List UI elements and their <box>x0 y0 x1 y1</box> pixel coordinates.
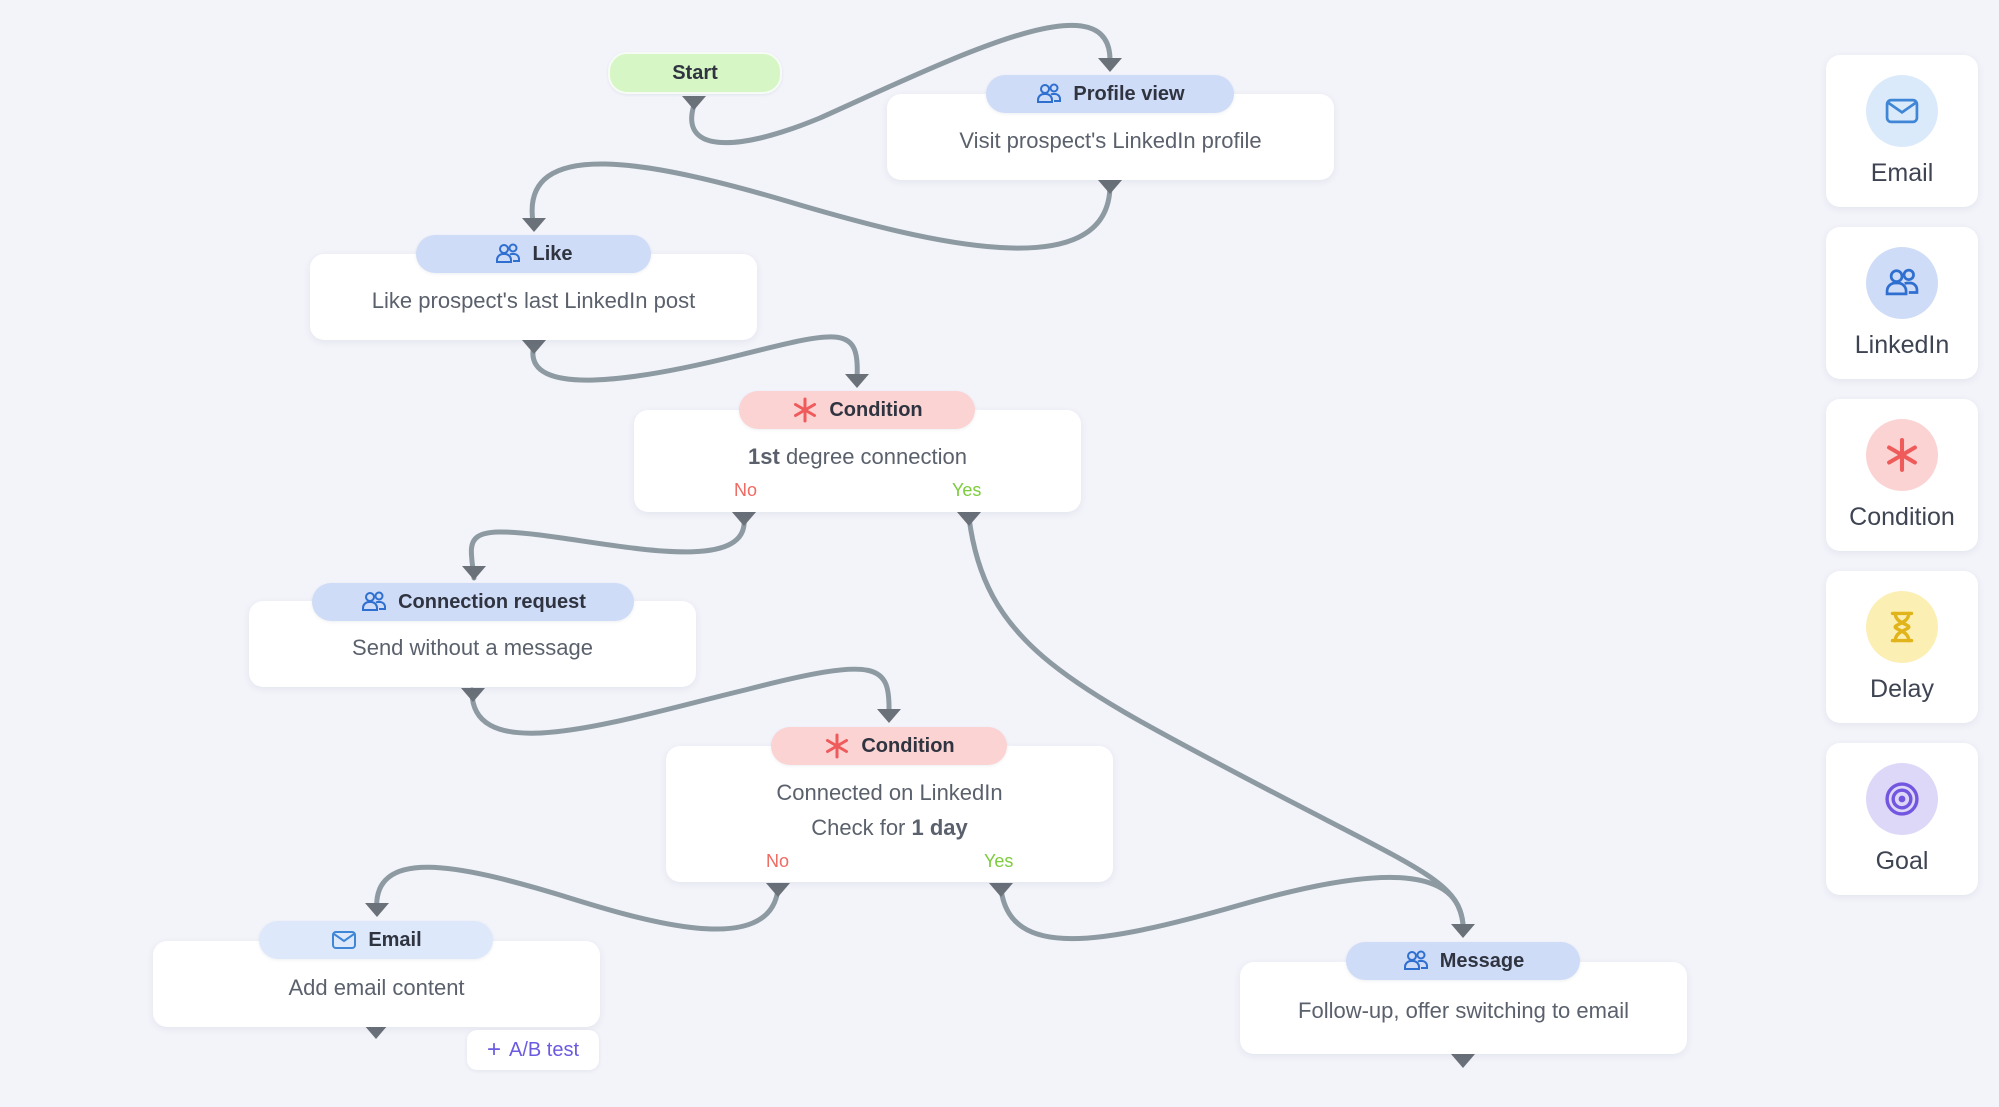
arrowhead <box>877 709 901 723</box>
people-icon <box>496 243 521 263</box>
target-icon <box>1885 782 1919 816</box>
palette-label: Email <box>1870 159 1934 187</box>
no-branch-label: No <box>766 851 790 871</box>
arrowhead <box>766 883 790 897</box>
start-label: Start <box>672 61 718 84</box>
node-description: Visit prospect's LinkedIn profile <box>959 128 1262 153</box>
arrowhead <box>462 566 486 580</box>
edge-condition2-yes-to-message <box>998 874 1466 942</box>
like-header[interactable]: Like <box>416 235 651 273</box>
palette-label: Goal <box>1875 847 1929 875</box>
edge-like-to-condition1 <box>530 334 860 383</box>
node-title: Condition <box>861 734 955 757</box>
arrowhead <box>461 688 485 702</box>
palette-email[interactable]: Email <box>1826 55 1978 207</box>
asterisk-icon <box>826 733 849 759</box>
palette-linkedin[interactable]: LinkedIn <box>1826 227 1978 379</box>
node-title: Profile view <box>1073 82 1185 105</box>
asterisk-icon <box>794 397 817 423</box>
envelope-icon <box>1885 98 1919 124</box>
arrowhead <box>1451 1054 1475 1068</box>
palette-delay[interactable]: Delay <box>1826 571 1978 723</box>
arrowhead <box>522 340 546 354</box>
arrowhead <box>1451 924 1475 938</box>
node-title: Connection request <box>398 590 586 613</box>
profile-view-header[interactable]: Profile view <box>986 75 1234 113</box>
hourglass-icon <box>1890 611 1914 643</box>
arrowhead <box>364 1025 388 1039</box>
degree-rest: degree connection <box>779 444 967 469</box>
node-description: Like prospect's last LinkedIn post <box>371 288 696 313</box>
palette-icon-circle <box>1866 75 1938 147</box>
node-title: Email <box>368 928 422 951</box>
palette-condition[interactable]: Condition <box>1826 399 1978 551</box>
palette-icon-circle <box>1866 591 1938 663</box>
node-description-line1: Connected on LinkedIn <box>776 780 1003 805</box>
node-title: Like <box>532 242 573 265</box>
check-prefix: Check for <box>811 815 912 840</box>
arrowhead <box>1098 58 1122 72</box>
envelope-icon <box>332 931 357 949</box>
palette-goal[interactable]: Goal <box>1826 743 1978 895</box>
node-description: 1st degree connection <box>634 440 1081 474</box>
palette-icon-circle <box>1866 763 1938 835</box>
palette-label: Delay <box>1870 675 1934 703</box>
start-node[interactable]: Start <box>608 52 782 94</box>
arrowhead <box>732 512 756 526</box>
node-description: Add email content <box>288 975 465 1000</box>
arrowhead <box>845 374 869 388</box>
node-description: Follow-up, offer switching to email <box>1298 998 1629 1023</box>
degree-bold: 1st <box>748 444 780 469</box>
arrowhead <box>522 218 546 232</box>
node-title: Condition <box>829 398 923 421</box>
node-description-line2: Check for 1 day <box>666 811 1113 845</box>
connection-request-header[interactable]: Connection request <box>312 583 634 621</box>
arrowhead <box>1098 180 1122 194</box>
check-duration: 1 day <box>911 815 968 840</box>
edge-condition1-no-to-connection-request <box>468 515 747 581</box>
arrowhead <box>365 903 389 917</box>
email-header[interactable]: Email <box>259 921 493 959</box>
people-icon <box>1403 950 1428 970</box>
arrowhead <box>957 512 981 526</box>
ab-test-label: A/B test <box>508 1038 580 1061</box>
node-description: Send without a message <box>352 635 593 660</box>
condition-node-2[interactable]: Connected on LinkedIn Check for 1 day No… <box>666 746 1113 882</box>
ab-test-button[interactable]: + A/B test <box>467 1030 599 1070</box>
palette-label: Condition <box>1849 503 1955 531</box>
people-icon <box>1037 83 1062 103</box>
arrowhead <box>682 96 706 110</box>
yes-branch-label: Yes <box>984 851 1014 871</box>
palette-icon-circle <box>1866 247 1938 319</box>
palette-icon-circle <box>1866 419 1938 491</box>
people-icon <box>1885 268 1919 296</box>
message-header[interactable]: Message <box>1346 942 1580 980</box>
condition-2-header[interactable]: Condition <box>771 727 1007 765</box>
condition-1-header[interactable]: Condition <box>739 391 975 429</box>
plus-icon: + <box>486 1036 501 1063</box>
yes-branch-label: Yes <box>952 480 982 500</box>
node-title: Message <box>1439 949 1525 972</box>
asterisk-icon <box>1887 438 1917 472</box>
no-branch-label: No <box>734 480 758 500</box>
people-icon <box>362 591 387 611</box>
arrowhead <box>989 883 1013 897</box>
palette-label: LinkedIn <box>1854 331 1950 359</box>
